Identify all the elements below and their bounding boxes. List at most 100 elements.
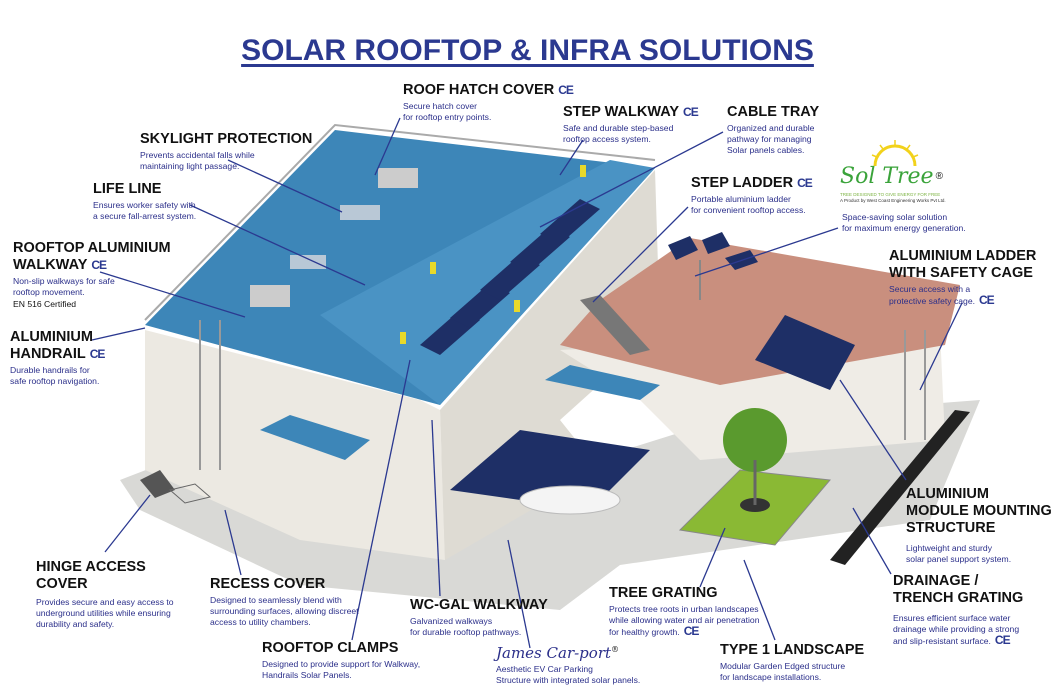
heading: ALUMINIUM (10, 329, 93, 345)
desc: a secure fall-arrest system. (93, 211, 197, 221)
ce-mark-icon: CE (683, 624, 700, 638)
desc: maintaining light passage. (140, 161, 240, 171)
page-title: SOLAR ROOFTOP & INFRA SOLUTIONS (241, 34, 814, 67)
registered-mark: ® (611, 645, 620, 654)
step-ladder (580, 295, 650, 355)
soltree-logo: Sol Tree® TREE DESIGNED TO GIVE ENERGY F… (840, 140, 955, 206)
label-aluminium-ladder-safety-cage: ALUMINIUM LADDER WITH SAFETY CAGE Secure… (889, 248, 1036, 307)
desc: for durable rooftop pathways. (410, 627, 522, 637)
roof-hatch (378, 168, 418, 188)
desc: durability and safety. (36, 619, 115, 629)
desc: underground utilities while ensuring (36, 608, 171, 618)
heading: WC-GAL WALKWAY (410, 597, 548, 613)
roof-railing (144, 123, 656, 321)
desc: Aesthetic EV Car Parking (496, 664, 593, 674)
heading: SKYLIGHT PROTECTION (140, 131, 313, 147)
label-skylight-protection: SKYLIGHT PROTECTION Prevents accidental … (140, 131, 312, 172)
desc: Handrails Solar Panels. (262, 670, 352, 680)
heading: STEP WALKWAY (563, 104, 680, 120)
heading: DRAINAGE / (893, 573, 979, 589)
label-rooftop-clamps: ROOFTOP CLAMPS Designed to provide suppo… (262, 640, 420, 681)
label-life-line: LIFE LINE Ensures worker safety with a s… (93, 181, 196, 222)
desc: Prevents accidental falls while (140, 150, 255, 160)
desc: for convenient rooftop access. (691, 205, 806, 215)
desc: rooftop movement. (13, 287, 85, 297)
desc: protective safety cage. (889, 296, 975, 306)
desc: Secure access with a (889, 284, 971, 294)
desc: Safe and durable step-based (563, 123, 674, 133)
desc: Lightweight and sturdy (906, 543, 992, 553)
awning (260, 415, 370, 460)
heading: ALUMINIUM (906, 486, 989, 502)
heading: ALUMINIUM LADDER (889, 248, 1037, 264)
ce-mark-icon: CE (89, 347, 106, 361)
registered-mark: ® (935, 171, 943, 182)
label-tree-grating: TREE GRATING Protects tree roots in urba… (609, 585, 759, 638)
desc: while allowing water and air penetration (609, 615, 760, 625)
heading: STEP LADDER (691, 175, 794, 191)
skylight (340, 205, 380, 220)
ce-mark-icon: CE (91, 258, 107, 272)
soltree-brand: Sol Tree (840, 164, 934, 189)
heading: STRUCTURE (906, 520, 996, 536)
desc: drainage while providing a strong (893, 624, 1020, 634)
tree (723, 408, 787, 472)
desc: Protects tree roots in urban landscapes (609, 604, 759, 614)
label-wc-gal-walkway: WC-GAL WALKWAY Galvanized walkways for d… (410, 597, 548, 638)
desc: Ensures worker safety with (93, 200, 196, 210)
desc: Ensures efficient surface water (893, 613, 1011, 623)
desc: safe rooftop navigation. (10, 376, 100, 386)
desc: Modular Garden Edged structure (720, 661, 846, 671)
heading: MODULE MOUNTING (906, 503, 1052, 519)
desc: Solar panels cables. (727, 145, 805, 155)
skylight-2 (290, 255, 326, 269)
awning-2 (545, 365, 660, 400)
heading: ROOF HATCH COVER (403, 82, 555, 98)
desc: Space-saving solar solution (842, 212, 948, 222)
desc: solar panel support system. (906, 554, 1012, 564)
label-type-1-landscape: TYPE 1 LANDSCAPE Modular Garden Edged st… (720, 642, 864, 683)
desc: Organized and durable (727, 123, 815, 133)
heading: COVER (36, 576, 88, 592)
desc: for rooftop entry points. (403, 112, 492, 122)
heading: ROOFTOP ALUMINIUM (13, 240, 171, 256)
sun-icon (871, 140, 919, 166)
desc: Structure with integrated solar panels. (496, 675, 641, 685)
ce-mark-icon: CE (558, 83, 574, 97)
certification: EN 516 Certified (13, 299, 77, 309)
workers (400, 165, 586, 344)
desc: pathway for managing (727, 134, 812, 144)
label-recess-cover: RECESS COVER Designed to seamlessly blen… (210, 576, 359, 628)
desc: Designed to provide support for Walkway, (262, 659, 421, 669)
heading: LIFE LINE (93, 181, 162, 197)
soltree-tagline: TREE DESIGNED TO GIVE ENERGY FOR FREE (840, 192, 941, 197)
desc: for landscape installations. (720, 672, 822, 682)
roof-solar-panels (420, 199, 600, 355)
heading: ROOFTOP CLAMPS (262, 640, 399, 656)
desc: access to utility chambers. (210, 617, 311, 627)
desc: for maximum energy generation. (842, 223, 966, 233)
label-cable-tray: CABLE TRAY Organized and durable pathway… (727, 104, 819, 156)
desc: and slip-resistant surface. (893, 636, 991, 646)
recess-cover (168, 483, 212, 504)
heading: TRENCH GRATING (893, 590, 1024, 606)
label-drainage-trench-grating: DRAINAGE / TRENCH GRATING Ensures effici… (893, 573, 1023, 647)
label-soltree: Space-saving solar solution for maximum … (842, 210, 966, 234)
desc: Provides secure and easy access to (36, 597, 174, 607)
ce-mark-icon: CE (683, 105, 699, 119)
terrace-floor (560, 238, 960, 385)
desc: Durable handrails for (10, 365, 90, 375)
cage-ladder-left (199, 320, 221, 470)
heading: TYPE 1 LANDSCAPE (720, 642, 865, 658)
desc: for healthy growth. (609, 627, 680, 637)
ce-mark-icon: CE (797, 176, 813, 190)
heading: CABLE TRAY (727, 104, 820, 120)
label-hinge-access-cover: HINGE ACCESS COVER Provides secure and e… (36, 559, 174, 630)
desc: Portable aluminium ladder (691, 194, 791, 204)
trench-grating (830, 410, 970, 565)
desc: surrounding surfaces, allowing discreet (210, 606, 359, 616)
